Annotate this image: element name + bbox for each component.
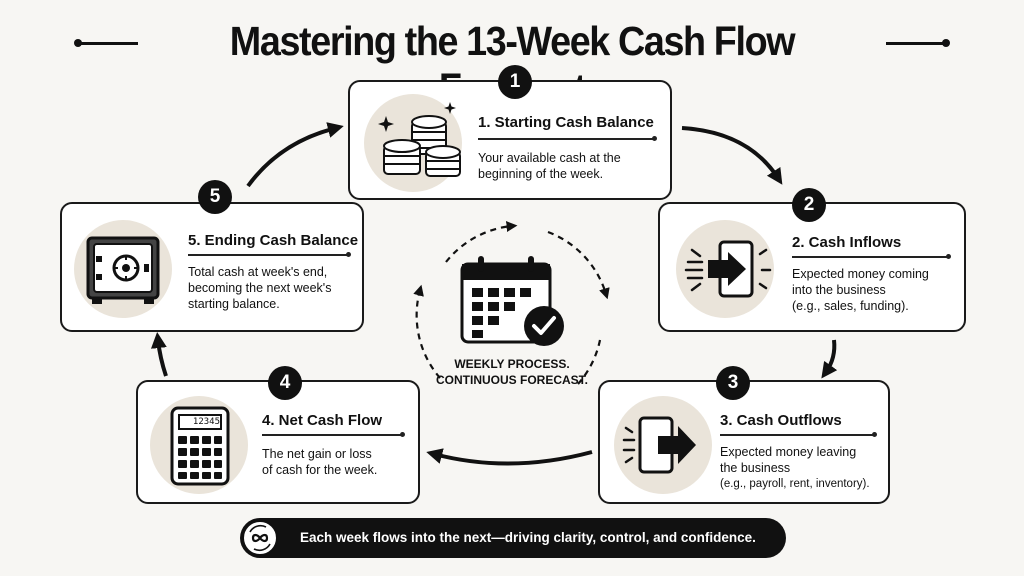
center-label-line2: CONTINUOUS FORECAST. bbox=[435, 373, 588, 387]
coins-stack-icon bbox=[364, 94, 462, 192]
step-card-ending-balance: 5. Ending Cash Balance Total cash at wee… bbox=[60, 202, 364, 332]
center-label: WEEKLY PROCESS. CONTINUOUS FORECAST. bbox=[420, 356, 604, 388]
arrow-2-to-3 bbox=[821, 339, 838, 379]
arrow-4-to-5 bbox=[150, 332, 168, 377]
desc-line: starting balance. bbox=[188, 297, 280, 311]
center-label-line1: WEEKLY PROCESS. bbox=[454, 357, 570, 371]
safe-icon bbox=[74, 220, 172, 318]
calendar-check-icon bbox=[460, 256, 564, 346]
calculator-display: 12345 bbox=[192, 417, 220, 427]
arrow-5-to-1 bbox=[246, 122, 344, 188]
step-card-cash-outflows: 3. Cash Outflows Expected money leaving … bbox=[598, 380, 890, 504]
step-badge-1: 1 bbox=[498, 65, 532, 99]
desc-line: Total cash at week's end, bbox=[188, 265, 328, 279]
desc-line: Your available cash at the bbox=[478, 151, 621, 165]
desc-line: (e.g., payroll, rent, inventory). bbox=[720, 478, 870, 490]
step-title-rule bbox=[792, 254, 951, 259]
desc-line: beginning of the week. bbox=[478, 167, 604, 181]
step-badge-4: 4 bbox=[268, 366, 302, 400]
desc-line: into the business bbox=[792, 283, 886, 297]
step-description: Total cash at week's end, becoming the n… bbox=[188, 264, 331, 312]
step-title: 3. Cash Outflows bbox=[720, 412, 842, 429]
arrow-1-to-2 bbox=[681, 126, 783, 185]
footer-banner: Each week flows into the next—driving cl… bbox=[240, 518, 786, 558]
step-title-rule bbox=[720, 432, 877, 437]
title-rule-left bbox=[78, 42, 138, 45]
door-enter-icon bbox=[676, 220, 774, 318]
step-badge-5: 5 bbox=[198, 180, 232, 214]
step-title: 2. Cash Inflows bbox=[792, 234, 902, 251]
cycle-arc-left bbox=[413, 284, 441, 379]
arrow-3-to-4 bbox=[426, 448, 593, 466]
title-dot-right bbox=[942, 39, 950, 47]
desc-line: the business bbox=[720, 461, 791, 475]
desc-line: becoming the next week's bbox=[188, 281, 332, 295]
step-title: 5. Ending Cash Balance bbox=[188, 232, 359, 249]
desc-line: The net gain or loss bbox=[262, 447, 372, 461]
calculator-icon: 12345 bbox=[150, 396, 248, 494]
desc-line: (e.g., sales, funding). bbox=[792, 299, 909, 313]
step-description: The net gain or loss of cash for the wee… bbox=[262, 446, 377, 478]
step-title-rule bbox=[188, 252, 351, 257]
step-card-net-cash-flow: 12345 4. Net Cash Flow The net gain or l… bbox=[136, 380, 420, 504]
door-exit-icon bbox=[614, 396, 712, 494]
step-badge-2: 2 bbox=[792, 188, 826, 222]
title-rule-right bbox=[886, 42, 946, 45]
step-title-rule bbox=[262, 432, 405, 437]
desc-line: of cash for the week. bbox=[262, 463, 378, 477]
cycle-arc-top bbox=[445, 221, 518, 263]
cycle-arc-right bbox=[547, 230, 610, 300]
desc-line: Expected money leaving bbox=[720, 445, 857, 459]
step-description: Expected money leaving the business (e.g… bbox=[720, 444, 870, 492]
step-description: Expected money coming into the business … bbox=[792, 266, 929, 314]
step-card-starting-balance: 1. Starting Cash Balance Your available … bbox=[348, 80, 672, 200]
step-title: 4. Net Cash Flow bbox=[262, 412, 383, 429]
desc-line: Expected money coming bbox=[792, 267, 929, 281]
step-description: Your available cash at the beginning of … bbox=[478, 150, 621, 182]
footer-text: Each week flows into the next—driving cl… bbox=[300, 530, 756, 545]
step-title-rule bbox=[478, 136, 657, 141]
step-badge-3: 3 bbox=[716, 366, 750, 400]
step-card-cash-inflows: 2. Cash Inflows Expected money coming in… bbox=[658, 202, 966, 332]
step-title: 1. Starting Cash Balance bbox=[478, 114, 654, 131]
infinity-cycle-icon bbox=[242, 520, 278, 556]
cycle-arc-bottom bbox=[577, 339, 602, 385]
